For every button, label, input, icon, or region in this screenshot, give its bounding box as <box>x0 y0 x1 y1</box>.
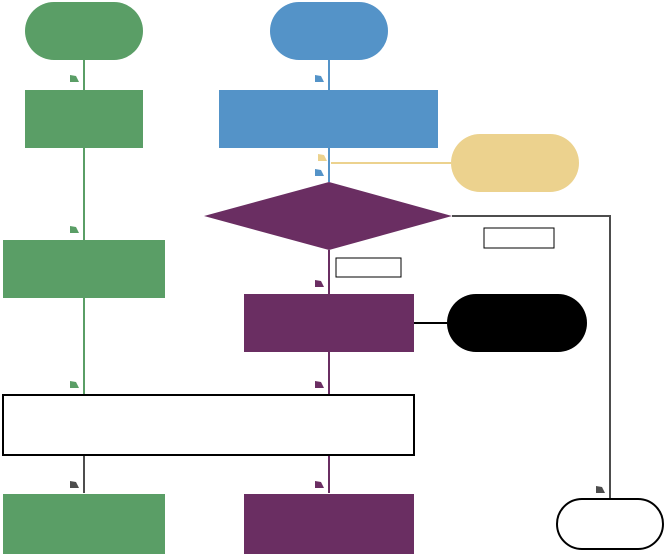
decision-purple-node[interactable] <box>204 182 452 250</box>
port-marker-blue-1 <box>315 75 324 82</box>
edge-label-decision-right <box>483 227 555 249</box>
port-marker-blue-2 <box>315 169 324 176</box>
process-purple-2-node[interactable] <box>244 494 414 554</box>
port-marker-purple-3 <box>315 481 324 488</box>
end-white-node[interactable] <box>556 498 664 550</box>
merge-box-node[interactable] <box>2 394 415 456</box>
process-green-2-node[interactable] <box>3 240 165 298</box>
port-marker-green-1 <box>70 75 79 82</box>
port-marker-gray-2 <box>596 486 605 493</box>
edge-label-decision-down <box>335 257 402 278</box>
process-green-1-node[interactable] <box>25 90 143 148</box>
process-blue-1-node[interactable] <box>219 90 438 148</box>
port-marker-purple-1 <box>315 280 324 287</box>
port-marker-yellow <box>318 154 327 161</box>
connector-decision-to-end <box>452 215 611 499</box>
start-green-node[interactable] <box>25 2 143 60</box>
port-marker-gray-1 <box>70 481 79 488</box>
start-blue-node[interactable] <box>270 2 388 60</box>
port-marker-green-3 <box>70 381 79 388</box>
port-marker-purple-2 <box>315 381 324 388</box>
process-purple-1-node[interactable] <box>244 294 414 352</box>
process-green-3-node[interactable] <box>3 494 165 554</box>
terminator-black-node[interactable] <box>447 294 587 352</box>
note-yellow-node[interactable] <box>451 134 579 192</box>
port-marker-green-2 <box>70 226 79 233</box>
